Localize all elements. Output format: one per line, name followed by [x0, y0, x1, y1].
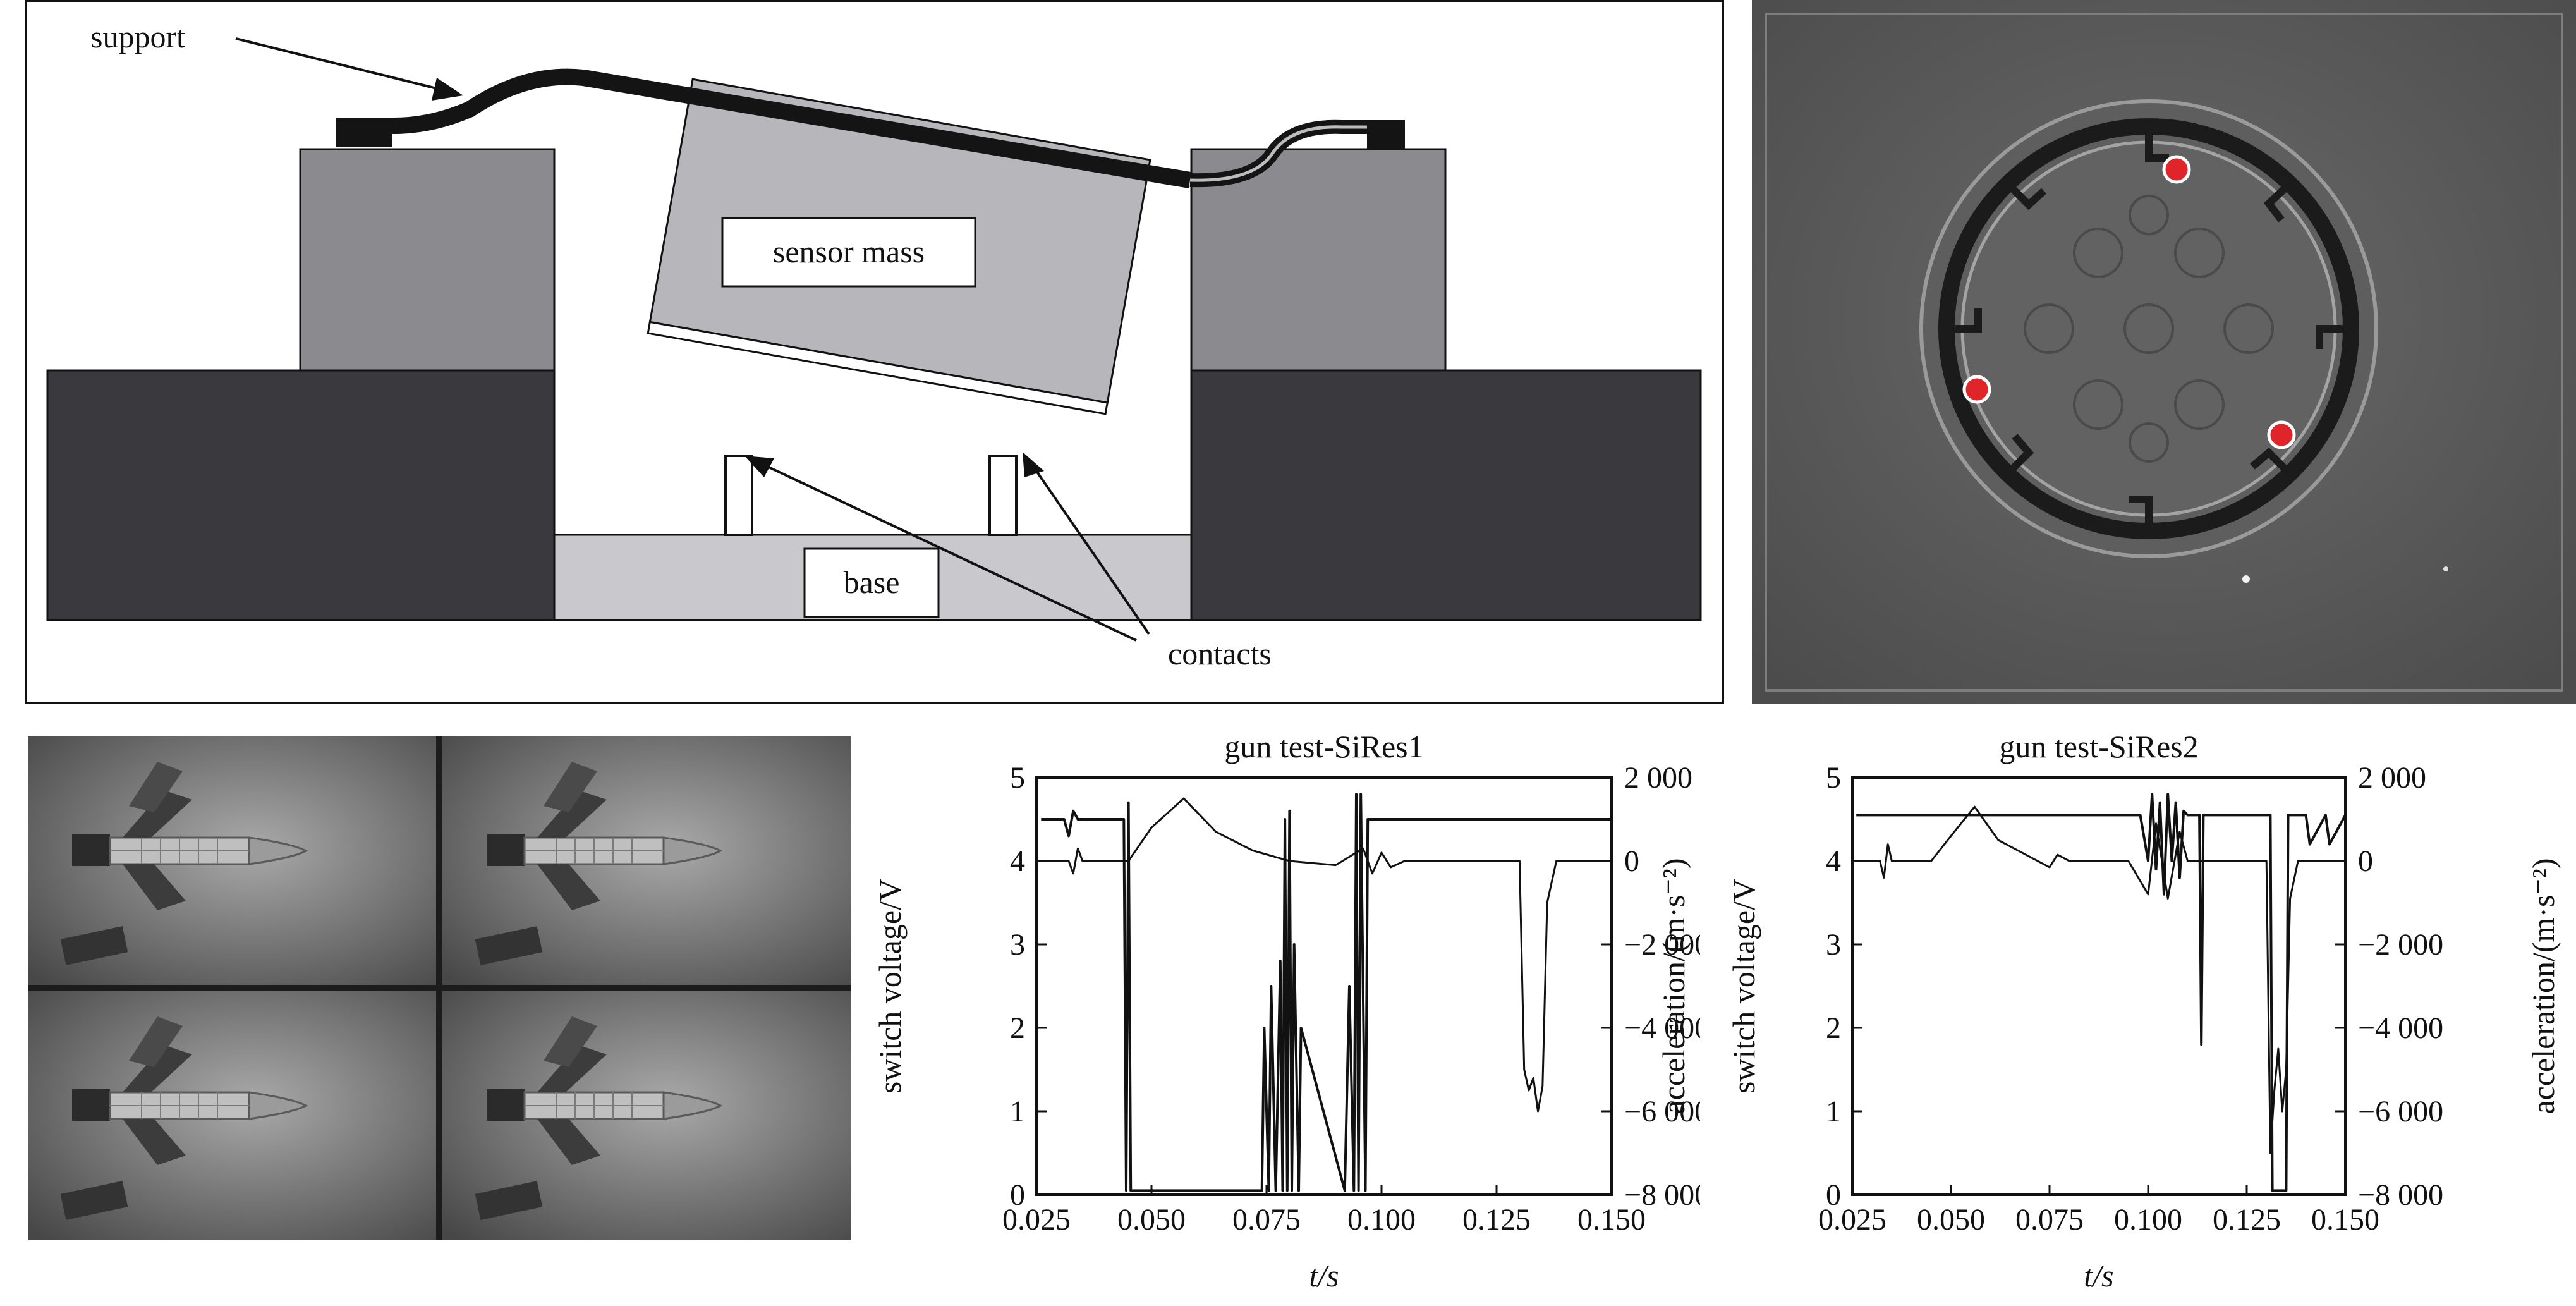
y-right-tick-label: 2 000: [1624, 761, 1692, 795]
chip-photo-panel: [1752, 0, 2576, 704]
y-left-tick-label: 2: [1826, 1011, 1841, 1045]
y-right-tick-label: 0: [2358, 845, 2373, 878]
base-label-box: [803, 547, 940, 618]
y-right-tick-label: −4 000: [2358, 1011, 2443, 1045]
y-left-tick-label: 5: [1826, 761, 1841, 795]
y-axis-label-right: acceleration/(m·s⁻²): [1656, 858, 1691, 1114]
y-axis-label-left: switch voltage/V: [1729, 879, 1761, 1094]
gun-test-frames: [28, 736, 851, 1240]
y-left-tick-label: 3: [1010, 928, 1025, 961]
y-right-tick-label: −2 000: [2358, 928, 2443, 961]
base-label: base: [844, 565, 900, 600]
contact-dot-left: [1962, 375, 1991, 404]
y-left-tick-label: 0: [1826, 1178, 1841, 1212]
y-right-tick-label: −6 000: [2358, 1095, 2443, 1128]
x-ticks: 0.025 0.050 0.075 0.100 0.125 0.150: [1002, 1185, 1646, 1236]
contacts-label: contacts: [1168, 636, 1272, 671]
switch-voltage-trace: [1856, 793, 2347, 1192]
y-left-tick-label: 1: [1826, 1095, 1841, 1128]
right-dark-block: [1190, 369, 1702, 621]
y-axis-label-right: acceleration/(m·s⁻²): [2525, 858, 2561, 1114]
y-right-tick-label: −6 000: [1624, 1095, 1700, 1128]
support-left-clamp: [336, 122, 392, 147]
x-tick-label: 0.075: [1232, 1203, 1301, 1236]
y-left-tick-label: 4: [1826, 845, 1841, 878]
y-left-tick-label: 4: [1010, 845, 1025, 878]
chip-micrograph: [1752, 0, 2576, 704]
switch-diagram: sensor mass base support contacts: [46, 19, 1702, 671]
x-tick-label: 0.125: [2213, 1203, 2281, 1236]
chart-sires2-panel: gun test-SiRes2 0.025 0.050 0.075 0.100 0.12…: [1726, 721, 2576, 1303]
chart-title: gun test-SiRes1: [1224, 729, 1423, 764]
y-left-tick-label: 3: [1826, 928, 1841, 961]
contact-arrowhead-right: [1023, 452, 1044, 477]
x-tick-label: 0.125: [1462, 1203, 1531, 1236]
chart-title: gun test-SiRes2: [1999, 729, 2198, 764]
series-layer: [1856, 793, 2347, 1192]
x-axis-label: t/s: [1309, 1258, 1339, 1293]
y-right-tick-label: −4 000: [1624, 1011, 1700, 1045]
acceleration-trace: [1041, 797, 1612, 1113]
support-arrowhead: [432, 78, 463, 101]
x-tick-label: 0.025: [1002, 1203, 1071, 1236]
x-tick-label: 0.100: [1347, 1203, 1416, 1236]
series-layer: [1041, 793, 1612, 1192]
acceleration-trace: [1856, 805, 2345, 1154]
y-right-tick-label: −8 000: [2358, 1178, 2443, 1212]
support-beam: [336, 68, 1192, 188]
x-ticks: 0.025 0.050 0.075 0.100 0.125 0.150: [1818, 1185, 2379, 1236]
x-tick-label: 0.150: [2311, 1203, 2379, 1236]
support-label: support: [90, 19, 185, 54]
x-tick-label: 0.150: [1577, 1203, 1646, 1236]
contact-dot-top: [2162, 155, 2191, 184]
y-left-tick-label: 5: [1010, 761, 1025, 795]
x-tick-label: 0.075: [2015, 1203, 2084, 1236]
plot-frame: [1851, 776, 2347, 1196]
x-axis-label: t/s: [2084, 1258, 2113, 1293]
switch-voltage-trace: [1041, 793, 1612, 1192]
y-axis-label-left: switch voltage/V: [872, 879, 908, 1094]
x-tick-label: 0.025: [1818, 1203, 1886, 1236]
switch-diagram-panel: sensor mass base support contacts: [25, 0, 1724, 704]
frame-1: [28, 736, 436, 985]
frame-4: [442, 991, 851, 1240]
y-right-tick-label: 0: [1624, 845, 1639, 878]
plot-frame: [1035, 776, 1613, 1196]
chart-sires1: gun test-SiRes1 0.025 0.050 0.075 0.100 0.12…: [872, 729, 1710, 1293]
chart-sires1-panel: gun test-SiRes1 0.025 0.050 0.075 0.100 0.12…: [853, 721, 1710, 1303]
left-pillar: [299, 148, 556, 372]
y-left-tick-label: 0: [1010, 1178, 1025, 1212]
x-tick-label: 0.100: [2114, 1203, 2182, 1236]
left-dark-block: [46, 369, 556, 621]
x-tick-label: 0.050: [1117, 1203, 1186, 1236]
y-ticks-left: 0 1 2 3 4 5: [1826, 761, 1862, 1212]
gun-test-photo-panel: [28, 736, 851, 1240]
y-ticks-left: 0 1 2 3 4 5: [1010, 761, 1047, 1212]
sensor-mass-label-box: [721, 217, 976, 288]
frame-3: [28, 991, 436, 1240]
contact-right: [988, 455, 1018, 536]
sensor-mass-label: sensor mass: [773, 234, 925, 269]
y-right-tick-label: 2 000: [2358, 761, 2426, 795]
contact-dot-right: [2267, 420, 2296, 449]
x-tick-label: 0.050: [1917, 1203, 1985, 1236]
y-ticks-right: 2 000 0 −2 000 −4 000 −6 000 −8 000: [1601, 761, 1710, 1212]
frame-2: [442, 736, 851, 985]
support-right-clamp: [1367, 123, 1405, 149]
y-right-tick-label: −8 000: [1624, 1178, 1700, 1212]
y-left-tick-label: 1: [1010, 1095, 1025, 1128]
chart-sires2: gun test-SiRes2 0.025 0.050 0.075 0.100 0.12…: [1726, 729, 2561, 1293]
contact-arrowhead-left: [744, 456, 774, 477]
y-right-tick-label: −2 000: [1624, 928, 1700, 961]
y-left-tick-label: 2: [1010, 1011, 1025, 1045]
right-pillar: [1190, 148, 1447, 372]
y-ticks-right: 2 000 0 −2 000 −4 000 −6 000 −8 000: [2335, 761, 2443, 1212]
contact-left: [724, 455, 753, 536]
